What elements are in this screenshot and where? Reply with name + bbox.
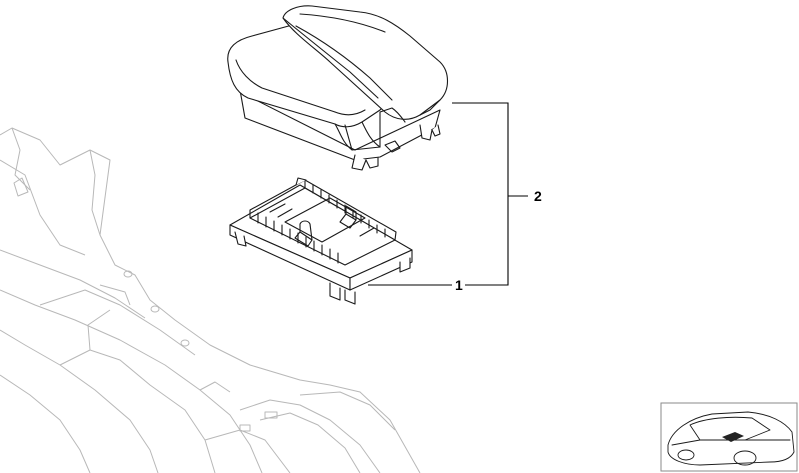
callout-leaders bbox=[368, 102, 528, 286]
armrest-base-plate bbox=[229, 177, 413, 305]
callout-label-1: 1 bbox=[455, 277, 463, 293]
vehicle-location-thumbnail bbox=[660, 402, 798, 472]
armrest-cushion bbox=[227, 5, 449, 171]
callout-label-2: 2 bbox=[534, 188, 542, 204]
leader-line-2 bbox=[452, 102, 509, 286]
highlight-marker-icon bbox=[722, 432, 744, 442]
center-console-background bbox=[0, 127, 421, 473]
